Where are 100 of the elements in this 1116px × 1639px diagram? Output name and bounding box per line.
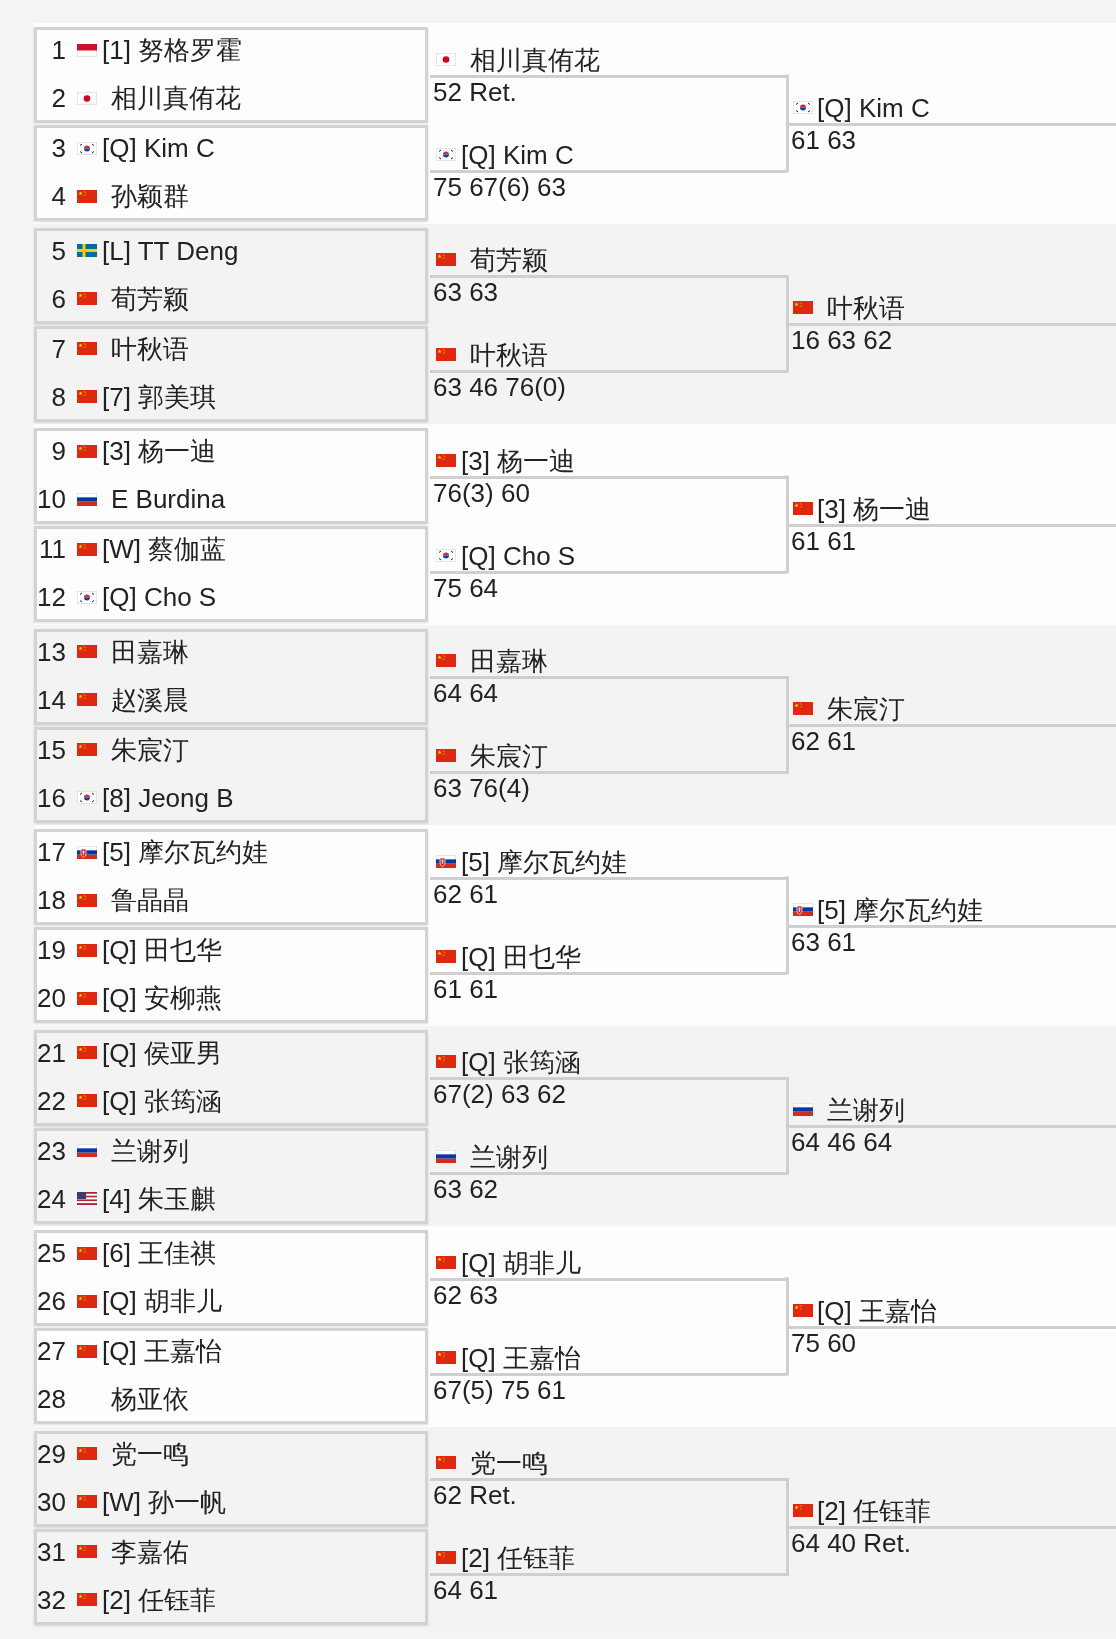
draw-position-number: 31: [37, 1536, 66, 1567]
player-name: 荀芳颖: [111, 283, 189, 314]
bracket-connector: [784, 323, 790, 373]
player-name: 孙颖群: [111, 181, 189, 211]
draw-position-number: 24: [37, 1183, 66, 1214]
draw-position-number: 6: [50, 283, 66, 314]
draw-position-number: 20: [37, 983, 66, 1013]
draw-position-number: 22: [37, 1085, 66, 1116]
match-score: 52 Ret.: [433, 76, 517, 107]
match-box: [34, 227, 428, 324]
player-name: [Q] 侯亚男: [102, 1037, 222, 1068]
player-name: 党一鸣: [470, 1448, 548, 1478]
player-name: 朱宸汀: [827, 694, 905, 724]
player-name: [Q] Kim C: [461, 139, 574, 170]
draw-position-number: 21: [37, 1037, 66, 1068]
player-name: [Q] 王嘉怡: [817, 1295, 937, 1326]
player-name: 叶秋语: [470, 340, 548, 370]
match-score: 64 40 Ret.: [791, 1528, 911, 1558]
match-box: [34, 1127, 428, 1224]
player-name: 李嘉佑: [111, 1536, 189, 1567]
bracket-connector: [784, 1526, 790, 1576]
match-score: 61 63: [791, 124, 857, 155]
draw-position-number: 14: [37, 684, 66, 715]
draw-position-number: 7: [50, 333, 66, 364]
match-score: 63 63: [433, 277, 499, 307]
player-name: [Q] 田乜华: [102, 935, 222, 965]
draw-position-number: 10: [37, 484, 66, 514]
match-score: 62 61: [791, 726, 857, 756]
draw-position-number: 13: [37, 636, 66, 667]
player-name: [8] Jeong B: [102, 782, 234, 813]
player-name: 相川真侑花: [111, 83, 241, 113]
player-name: 叶秋语: [827, 293, 905, 323]
match-score: 67(2) 63 62: [433, 1079, 566, 1109]
match-box: [34, 1430, 428, 1527]
player-name: 兰谢列: [827, 1095, 905, 1125]
player-name: [5] 摩尔瓦约娃: [461, 846, 628, 877]
bracket-connector: [784, 676, 790, 727]
bracket-connector: [784, 924, 790, 975]
player-name: [3] 杨一迪: [817, 493, 932, 524]
draw-position-number: 12: [37, 582, 66, 612]
bracket-connector: [784, 876, 790, 928]
match-box: [34, 428, 428, 524]
player-name: [W] 孙一帆: [102, 1486, 227, 1517]
match-score: 62 Ret.: [433, 1480, 517, 1510]
player-name: 荀芳颖: [470, 245, 548, 275]
match-box: [34, 829, 428, 925]
match-box: [34, 726, 428, 823]
player-name: 田嘉琳: [470, 646, 548, 676]
player-name: [Q] 王嘉怡: [102, 1336, 222, 1366]
player-name: [Q] 张筠涵: [102, 1085, 222, 1116]
player-name: 赵溪晨: [111, 684, 189, 715]
player-name: [1] 努格罗霍: [102, 35, 243, 65]
match-score: 63 61: [791, 926, 857, 957]
player-name: E Burdina: [111, 484, 226, 514]
player-name: [5] 摩尔瓦约娃: [817, 894, 984, 925]
player-name: [Q] Cho S: [102, 582, 217, 612]
player-name: [2] 任钰菲: [102, 1584, 217, 1615]
match-score: 62 63: [433, 1279, 499, 1310]
match-box: [34, 325, 428, 422]
match-score: 61 61: [791, 525, 857, 556]
match-score: 76(3) 60: [433, 477, 530, 508]
player-name: 田嘉琳: [111, 636, 189, 667]
bracket-connector: [784, 1277, 790, 1329]
match-box: [34, 1528, 428, 1625]
player-name: [2] 任钰菲: [461, 1543, 576, 1573]
draw-position-number: 9: [50, 436, 66, 466]
draw-position-number: 17: [37, 837, 66, 867]
player-name: [Q] 张筠涵: [461, 1047, 581, 1077]
player-name: [Q] 王嘉怡: [461, 1342, 581, 1373]
match-score: 61 61: [433, 973, 499, 1004]
player-name: 朱宸汀: [470, 741, 548, 771]
player-name: 相川真侑花: [470, 44, 600, 75]
bracket-connector: [784, 122, 790, 173]
bracket-connector: [784, 724, 790, 774]
match-score: 64 64: [433, 678, 499, 708]
player-name: [W] 蔡伽蓝: [102, 534, 227, 564]
draw-position-number: 3: [50, 133, 66, 163]
draw-position-number: 4: [50, 181, 66, 211]
draw-position-number: 2: [50, 83, 66, 113]
bracket-connector: [784, 1077, 790, 1128]
player-name: [Q] Cho S: [461, 540, 576, 571]
player-name: [4] 朱玉麒: [102, 1183, 217, 1214]
match-score: 63 62: [433, 1174, 499, 1204]
draw-position-number: 18: [37, 885, 66, 915]
match-box: [34, 27, 428, 123]
match-score: 75 64: [433, 572, 499, 603]
draw-position-number: 27: [37, 1336, 66, 1366]
match-score: 64 61: [433, 1575, 499, 1605]
draw-position-number: 26: [37, 1286, 66, 1316]
player-name: 兰谢列: [470, 1142, 548, 1172]
match-score: 16 63 62: [791, 325, 893, 355]
player-name: [Q] 安柳燕: [102, 983, 222, 1013]
draw-position-number: 28: [37, 1384, 66, 1414]
player-name: [Q] 田乜华: [461, 941, 581, 972]
player-name: 鲁晶晶: [111, 885, 189, 915]
match-score: 75 67(6) 63: [433, 171, 566, 202]
draw-position-number: 16: [37, 782, 66, 813]
draw-position-number: 23: [37, 1135, 66, 1166]
draw-position-number: 29: [37, 1438, 66, 1469]
player-name: 兰谢列: [111, 1135, 189, 1166]
